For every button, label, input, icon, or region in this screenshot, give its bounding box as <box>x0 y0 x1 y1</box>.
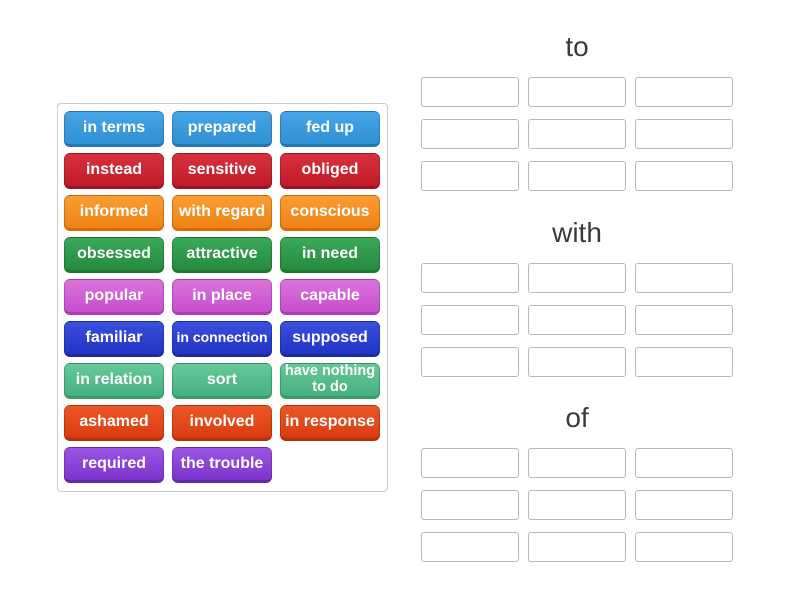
word-tile-label: in relation <box>75 371 153 389</box>
word-tile[interactable]: obsessed <box>64 237 164 273</box>
word-tile[interactable]: instead <box>64 153 164 189</box>
word-tile[interactable]: required <box>64 447 164 483</box>
word-tile-label: popular <box>84 287 144 305</box>
word-tile-label: sort <box>206 371 238 389</box>
answer-group-with: with <box>421 214 733 377</box>
word-tile-label: in need <box>301 245 358 263</box>
word-tile[interactable]: popular <box>64 279 164 315</box>
word-tile-label: capable <box>300 287 360 305</box>
drop-slot[interactable] <box>635 490 733 520</box>
drop-slot[interactable] <box>421 77 519 107</box>
group-header: with <box>552 217 602 248</box>
drop-slot[interactable] <box>421 119 519 149</box>
drop-slot[interactable] <box>635 119 733 149</box>
group-header: to <box>565 31 589 62</box>
word-tile[interactable]: in connection <box>172 321 272 357</box>
word-tile-label: attractive <box>186 245 258 263</box>
drop-slot[interactable] <box>635 77 733 107</box>
drop-slot[interactable] <box>528 347 626 377</box>
word-tile[interactable]: fed up <box>280 111 380 147</box>
word-tile-label: the trouble <box>180 455 264 473</box>
answer-group-of: of <box>421 399 733 562</box>
word-tile[interactable]: informed <box>64 195 164 231</box>
word-tile-label: fed up <box>306 119 354 137</box>
word-tile-label: supposed <box>292 329 368 347</box>
drop-slot[interactable] <box>528 263 626 293</box>
drop-slot[interactable] <box>421 448 519 478</box>
drop-slot[interactable] <box>528 448 626 478</box>
word-tile[interactable]: capable <box>280 279 380 315</box>
drop-slot[interactable] <box>528 305 626 335</box>
word-tile-label: ashamed <box>79 413 149 431</box>
drop-slot[interactable] <box>635 347 733 377</box>
word-tile-label: in terms <box>82 119 146 137</box>
drop-slot[interactable] <box>635 161 733 191</box>
word-tile[interactable]: in need <box>280 237 380 273</box>
word-tile-label: in place <box>192 287 252 305</box>
drop-slot[interactable] <box>528 77 626 107</box>
word-tile-label: required <box>81 455 146 473</box>
word-tile-label: in response <box>285 413 375 431</box>
word-tile[interactable]: in terms <box>64 111 164 147</box>
word-tile[interactable]: with regard <box>172 195 272 231</box>
word-tile-label: instead <box>85 161 142 179</box>
drop-slot[interactable] <box>528 532 626 562</box>
word-tile-label: sensitive <box>187 161 257 179</box>
word-tile-label: obliged <box>301 161 359 179</box>
drop-slot[interactable] <box>421 161 519 191</box>
drop-slot[interactable] <box>528 490 626 520</box>
word-tile[interactable]: attractive <box>172 237 272 273</box>
group-header: of <box>565 402 589 433</box>
slot-grid <box>421 77 733 191</box>
word-tile[interactable]: familiar <box>64 321 164 357</box>
word-tile[interactable]: sensitive <box>172 153 272 189</box>
word-tile-label: informed <box>79 203 149 221</box>
drop-slot[interactable] <box>421 532 519 562</box>
word-tile-label: obsessed <box>77 245 151 263</box>
word-tile[interactable]: in place <box>172 279 272 315</box>
drop-slot[interactable] <box>635 448 733 478</box>
drop-slot[interactable] <box>635 532 733 562</box>
word-tile[interactable]: the trouble <box>172 447 272 483</box>
word-tile[interactable]: conscious <box>280 195 380 231</box>
drop-slot[interactable] <box>421 490 519 520</box>
word-tile-panel: in terms prepared fed up instead sensitive ob… <box>57 103 388 492</box>
word-tile[interactable]: supposed <box>280 321 380 357</box>
drop-slot[interactable] <box>421 347 519 377</box>
drop-slot[interactable] <box>528 161 626 191</box>
answer-group-to: to <box>421 28 733 191</box>
word-tile[interactable]: have nothing to do <box>280 363 380 399</box>
drop-slot[interactable] <box>528 119 626 149</box>
word-tile[interactable]: sort <box>172 363 272 399</box>
word-tile-label: have nothing to do <box>284 363 376 395</box>
word-tile[interactable]: involved <box>172 405 272 441</box>
drop-slot[interactable] <box>421 305 519 335</box>
slot-grid <box>421 263 733 377</box>
word-tile-label: familiar <box>85 329 143 347</box>
slot-grid <box>421 448 733 562</box>
word-tile-label: in connection <box>176 329 268 346</box>
word-tile[interactable]: in relation <box>64 363 164 399</box>
word-tile[interactable]: prepared <box>172 111 272 147</box>
drop-slot[interactable] <box>635 305 733 335</box>
word-tile-label: conscious <box>290 203 370 221</box>
word-tile-label: with regard <box>178 203 266 221</box>
word-tile[interactable]: obliged <box>280 153 380 189</box>
word-tile-label: prepared <box>187 119 257 137</box>
word-tile-label: involved <box>189 413 255 431</box>
answer-groups: to with of <box>421 0 733 600</box>
word-tile[interactable]: in response <box>280 405 380 441</box>
drop-slot[interactable] <box>421 263 519 293</box>
word-tile[interactable]: ashamed <box>64 405 164 441</box>
drop-slot[interactable] <box>635 263 733 293</box>
